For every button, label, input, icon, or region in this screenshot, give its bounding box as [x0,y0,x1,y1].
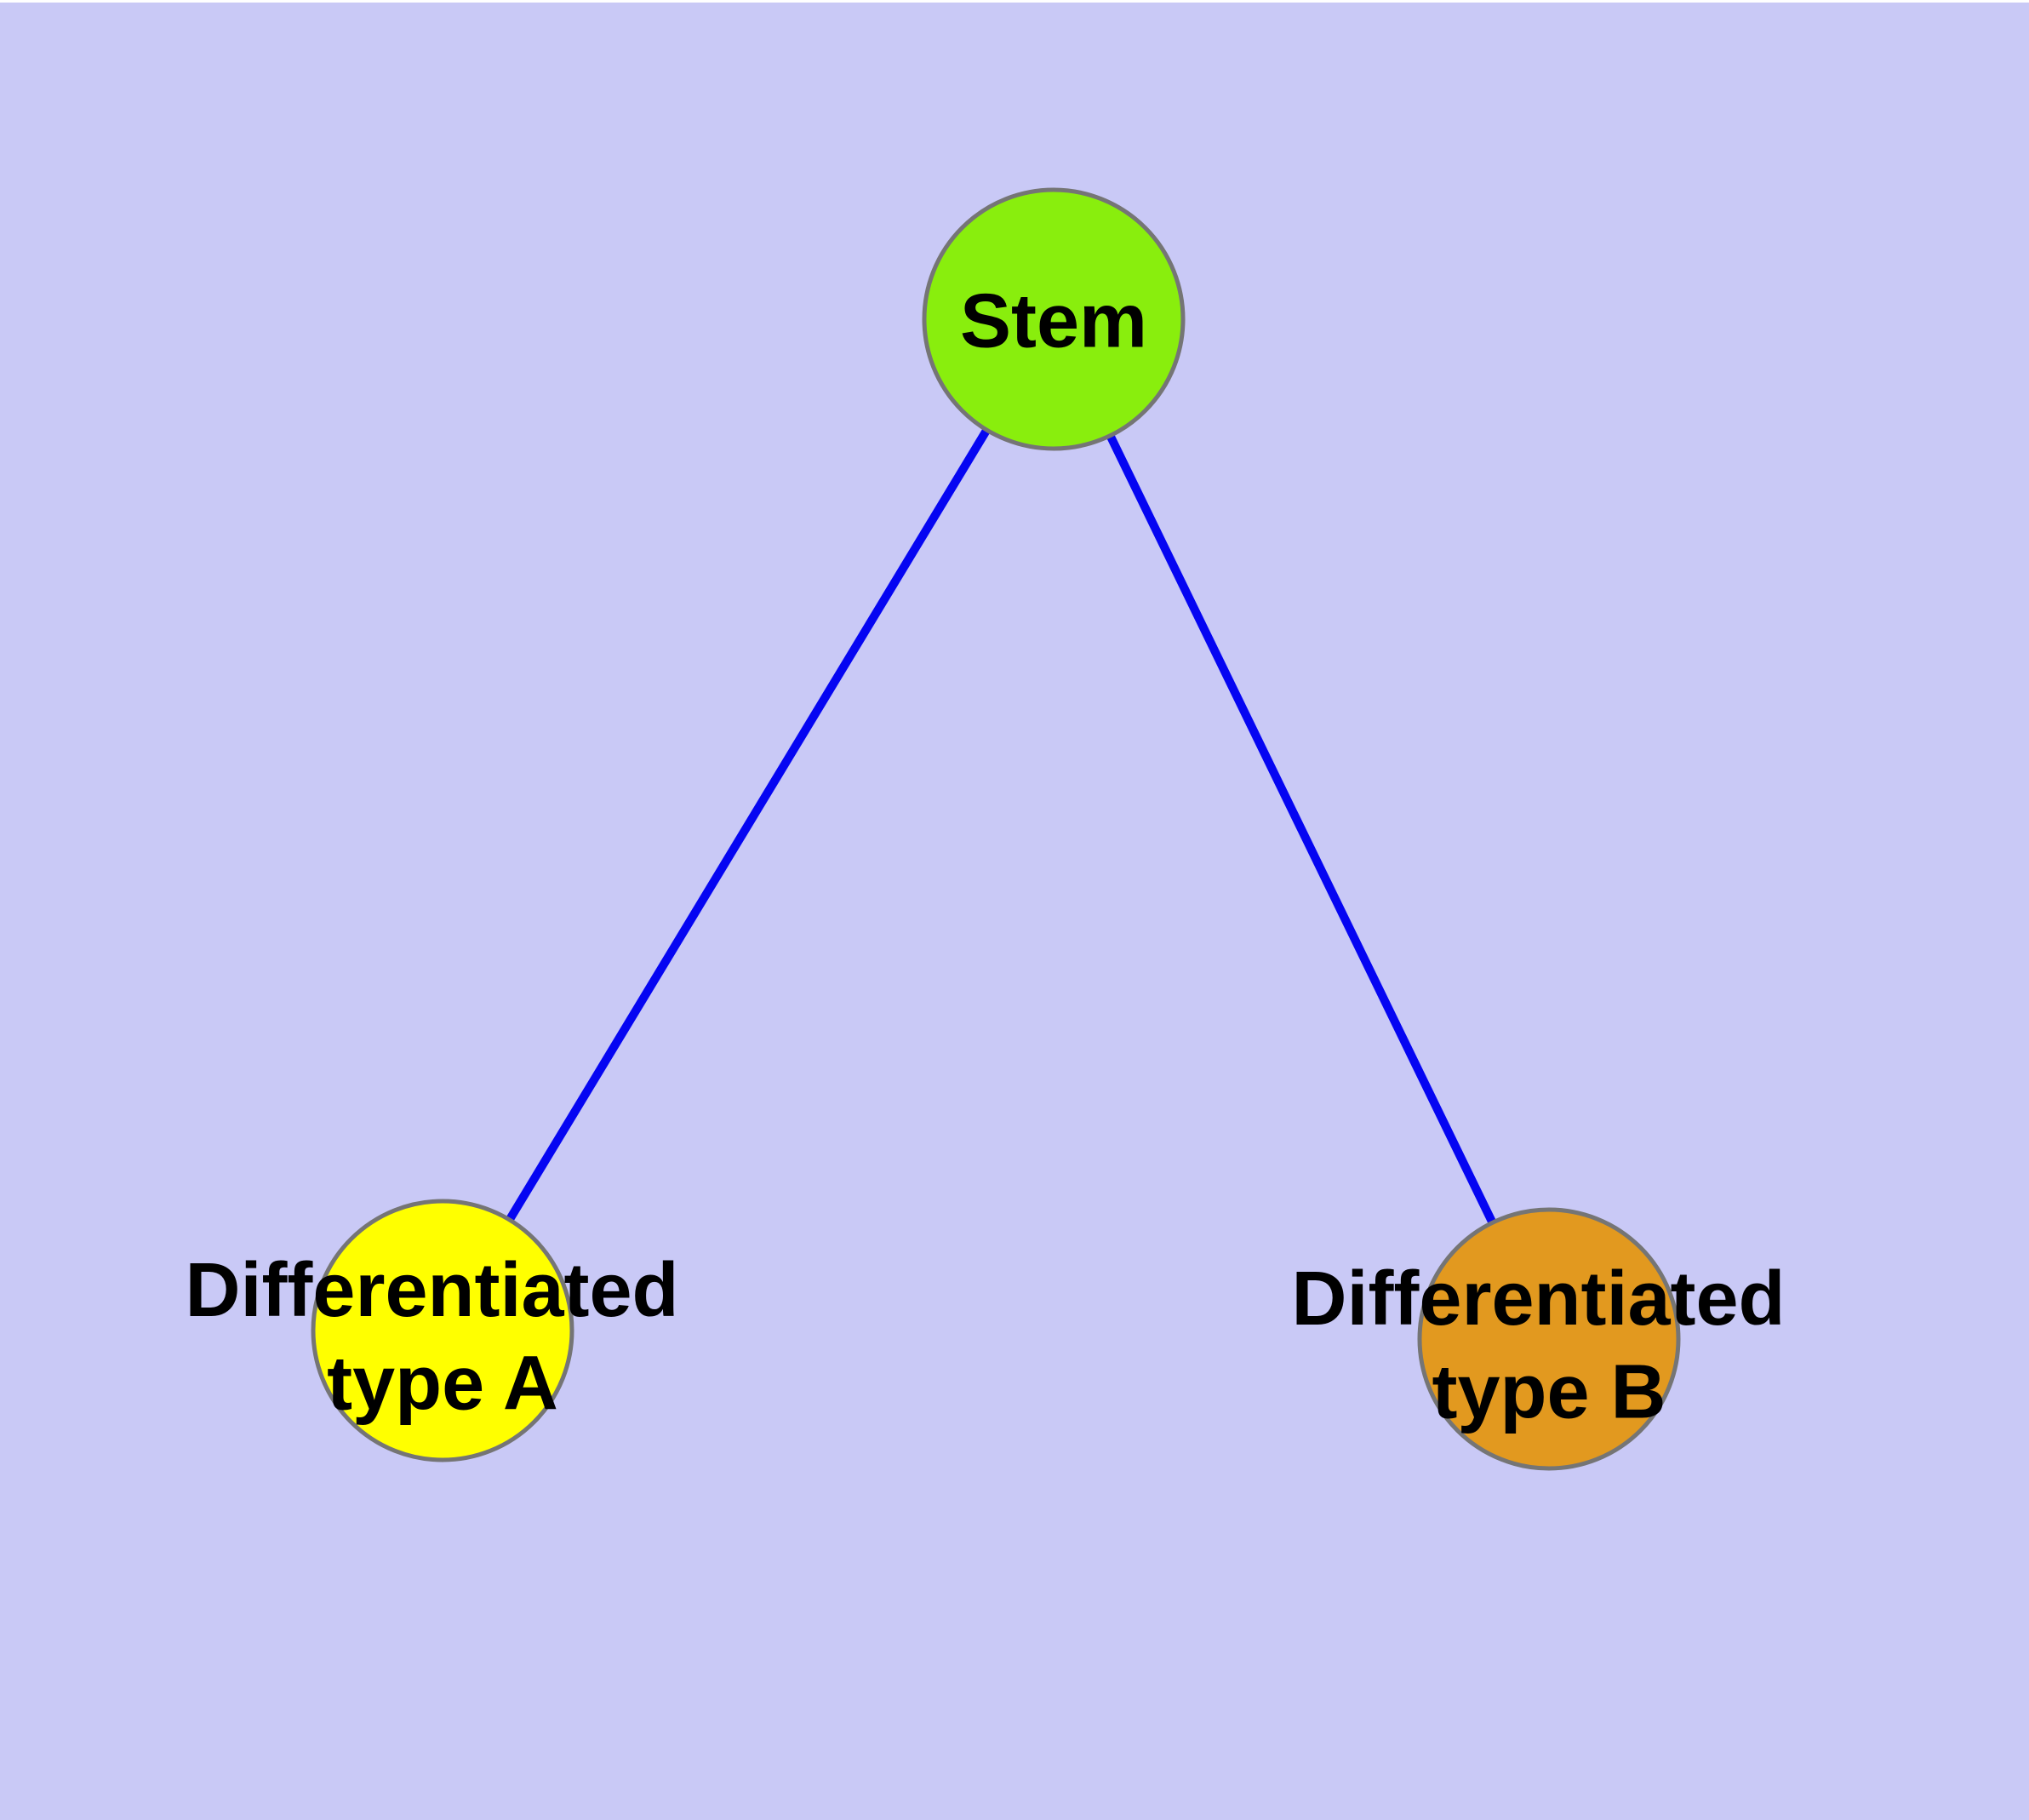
node-differentiated-type-b-circle[interactable] [1417,1207,1681,1471]
node-differentiated-type-b-label: Differentiated type B [1291,1256,1806,1435]
edge-stem-to-type-b [1049,317,1553,1342]
node-differentiated-type-b-label-line1: Differentiated [1291,1256,1785,1342]
node-differentiated-type-b-label-line2: type B [1432,1350,1666,1435]
node-differentiated-type-b[interactable]: Differentiated type B [1291,1207,1806,1471]
top-edge-strip [0,0,2029,3]
edge-stem-to-type-a [438,317,1058,1333]
node-differentiated-type-a[interactable]: Differentiated type A [185,1199,700,1462]
node-stem[interactable]: Stem [922,187,1186,451]
node-differentiated-type-a-label: Differentiated type A [185,1248,700,1427]
node-differentiated-type-a-label-line2: type A [327,1342,558,1427]
node-stem-label: Stem [960,278,1147,363]
node-differentiated-type-a-circle[interactable] [311,1199,574,1462]
node-differentiated-type-a-label-line1: Differentiated [185,1248,678,1333]
node-stem-circle[interactable] [922,187,1186,451]
